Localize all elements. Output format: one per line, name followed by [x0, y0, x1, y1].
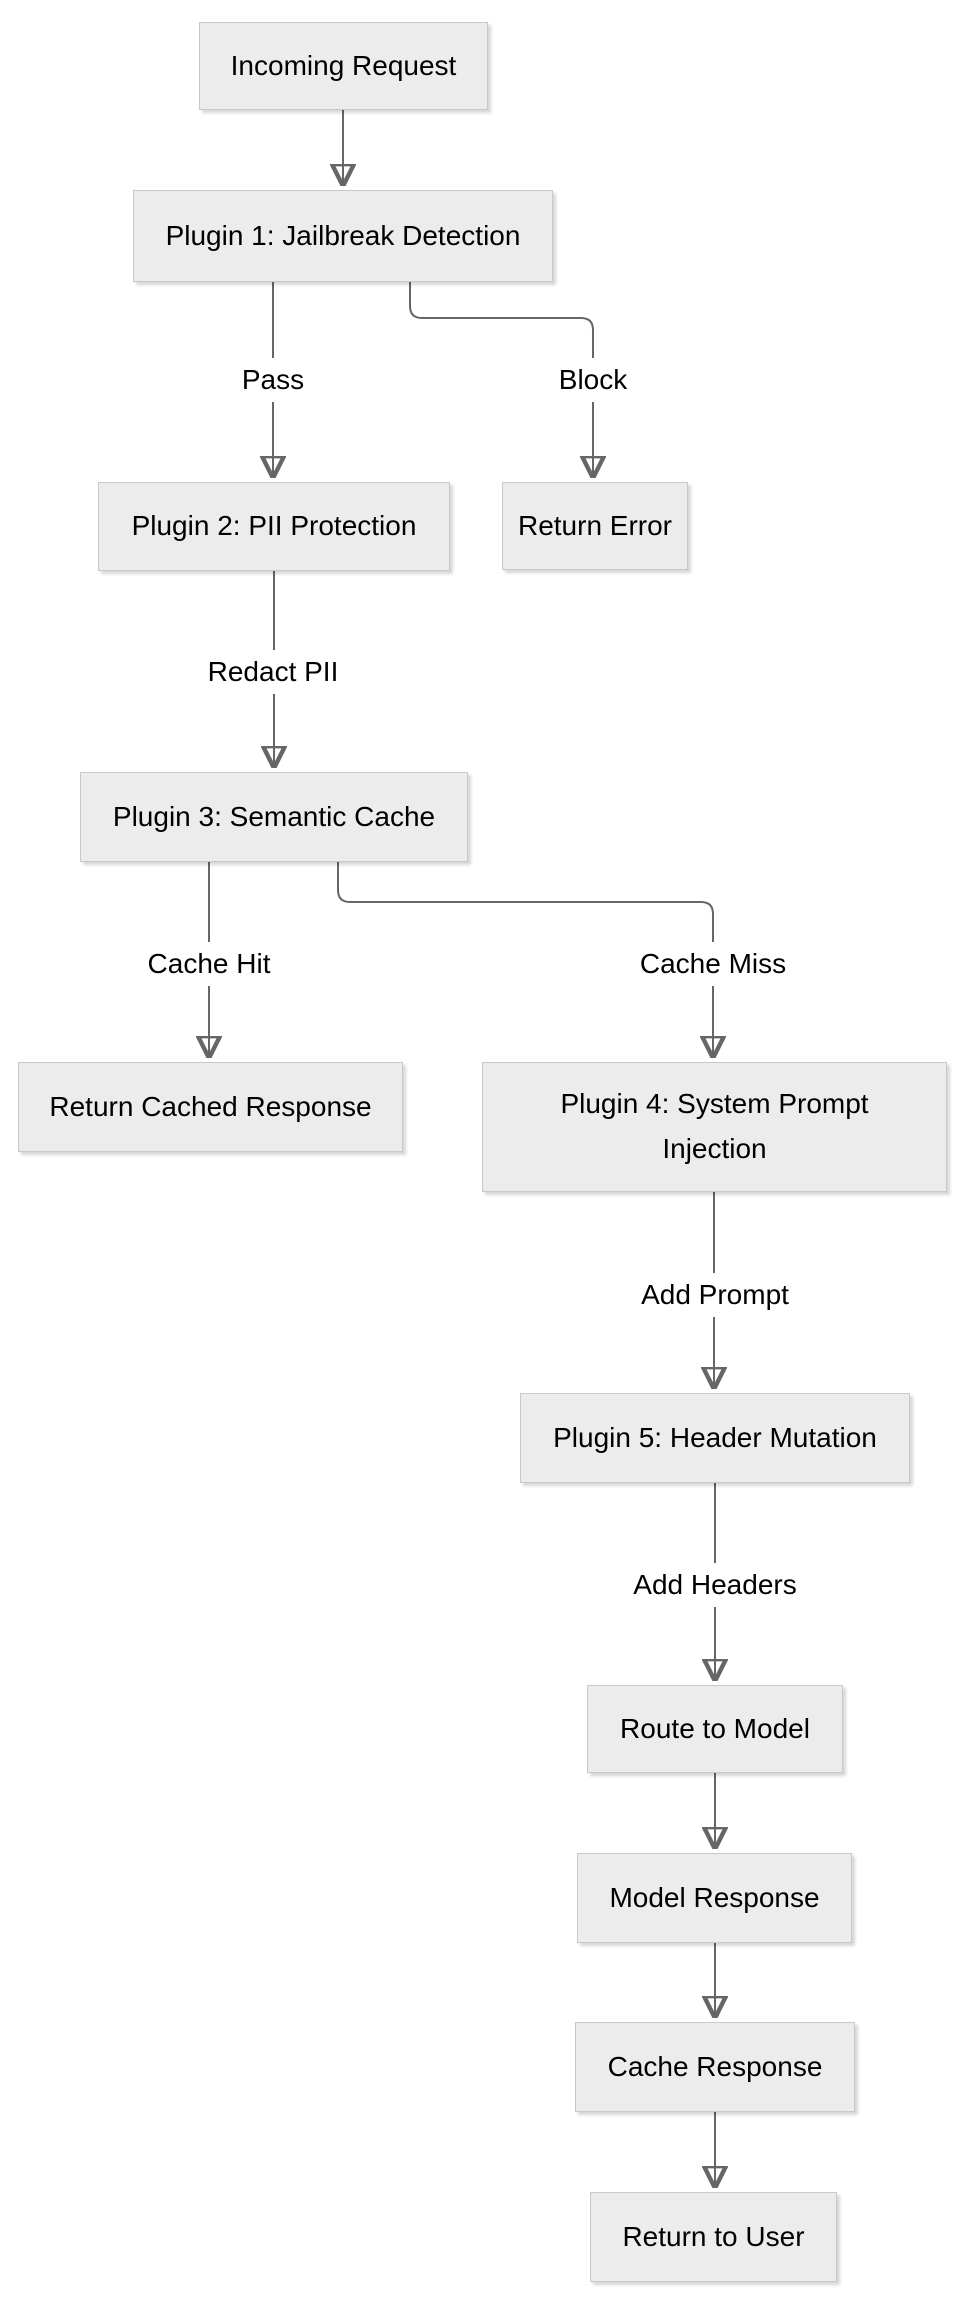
node-return-error-label: Return Error — [517, 509, 673, 541]
edge-label-redact-pii: Redact PII — [197, 650, 349, 694]
node-plugin4-label: Plugin 4: System Prompt Injection — [560, 1088, 869, 1164]
edge-label-cache-hit: Cache Hit — [137, 942, 281, 986]
node-return-to-user: Return to User — [590, 2192, 837, 2282]
node-plugin5-header-mutation: Plugin 5: Header Mutation — [520, 1393, 910, 1483]
edge-label-cache-miss: Cache Miss — [629, 942, 797, 986]
node-cache-response: Cache Response — [575, 2022, 855, 2112]
edge-plugin3-to-plugin4 — [337, 862, 713, 1056]
node-plugin4-system-prompt-injection: Plugin 4: System Prompt Injection — [482, 1062, 947, 1192]
edge-label-pass: Pass — [231, 358, 315, 402]
node-plugin1-label: Plugin 1: Jailbreak Detection — [165, 219, 521, 251]
edge-label-add-headers: Add Headers — [623, 1563, 807, 1607]
node-return-cached-response: Return Cached Response — [18, 1062, 403, 1152]
node-plugin2-pii-protection: Plugin 2: PII Protection — [98, 482, 450, 571]
node-plugin2-label: Plugin 2: PII Protection — [131, 510, 417, 542]
edge-plugin1-to-return-error — [409, 282, 593, 476]
node-plugin1-jailbreak-detection: Plugin 1: Jailbreak Detection — [133, 190, 553, 282]
edge-label-block: Block — [548, 358, 638, 402]
node-return-error: Return Error — [502, 482, 688, 570]
node-plugin3-label: Plugin 3: Semantic Cache — [112, 800, 436, 832]
node-plugin3-semantic-cache: Plugin 3: Semantic Cache — [80, 772, 468, 862]
node-model-response-label: Model Response — [609, 1881, 820, 1913]
node-route-to-model: Route to Model — [587, 1685, 843, 1773]
node-model-response: Model Response — [577, 1853, 852, 1943]
edge-label-add-prompt: Add Prompt — [631, 1273, 799, 1317]
node-route-to-model-label: Route to Model — [620, 1712, 810, 1744]
node-cache-response-label: Cache Response — [607, 2050, 823, 2082]
node-plugin5-label: Plugin 5: Header Mutation — [553, 1421, 877, 1453]
node-incoming-request-label: Incoming Request — [230, 49, 457, 81]
node-return-cached-response-label: Return Cached Response — [49, 1090, 372, 1122]
node-incoming-request: Incoming Request — [199, 22, 488, 110]
node-return-to-user-label: Return to User — [622, 2220, 805, 2252]
